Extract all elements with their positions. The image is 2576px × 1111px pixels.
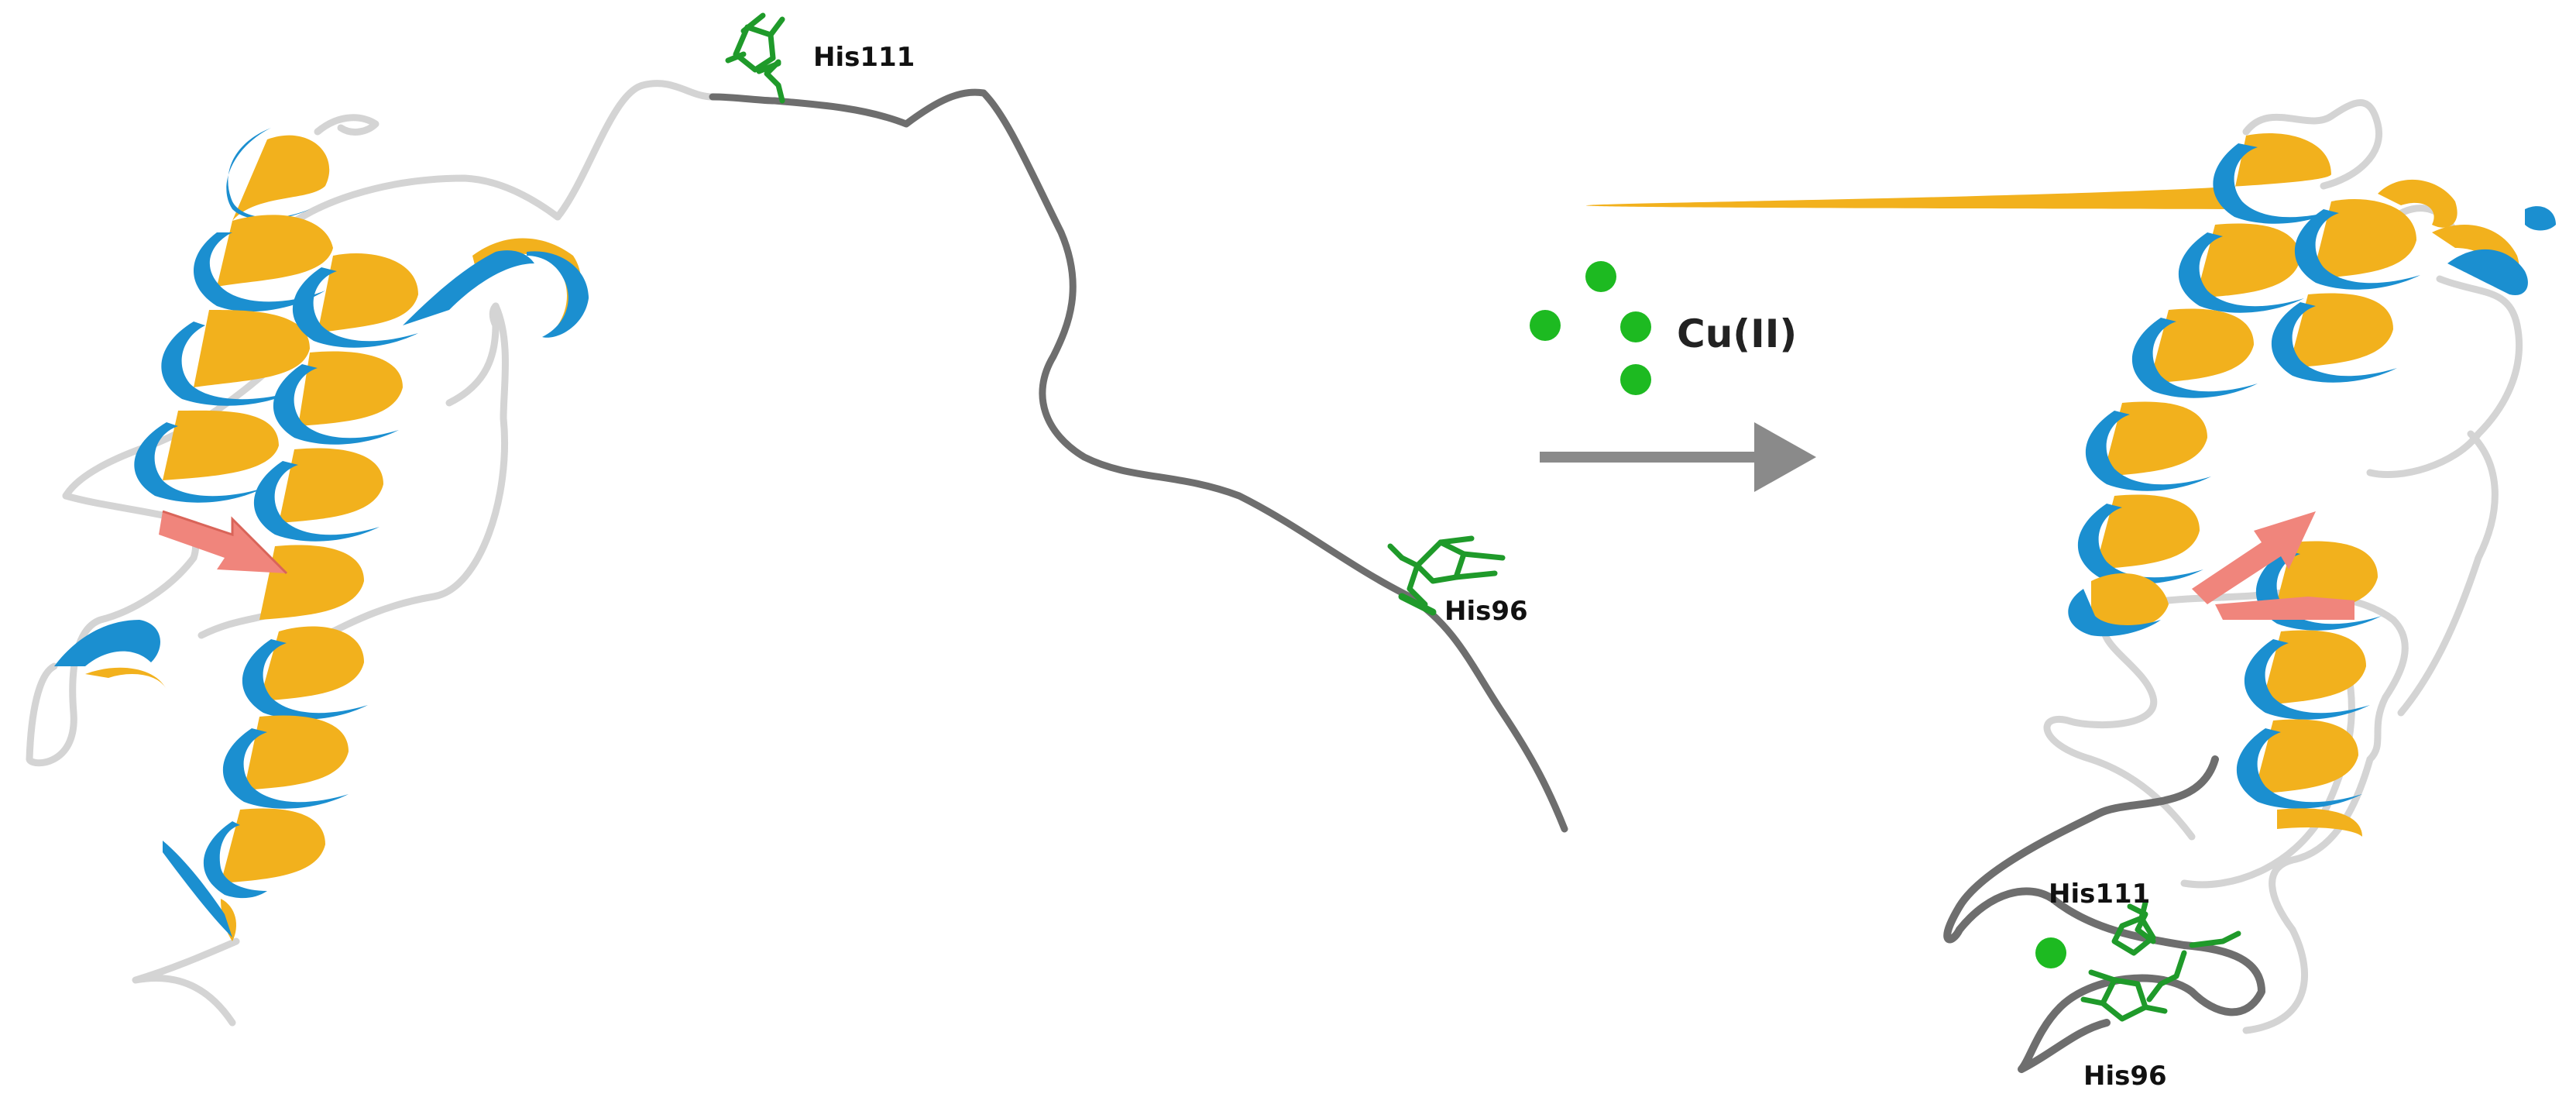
left-helix-1	[134, 128, 333, 503]
copper-ion-label: Cu(II)	[1677, 311, 1797, 356]
right-helix-3	[2378, 179, 2556, 295]
left-helix-4	[163, 626, 368, 941]
left-protein-structure: His111 His96	[26, 12, 1568, 1027]
left-helix-2	[253, 253, 418, 620]
right-protein-structure: His111 His96	[1586, 99, 2556, 1092]
left-helix-5	[54, 620, 167, 690]
right-his96-label: His96	[2083, 1061, 2167, 1092]
right-helix-2	[2236, 199, 2420, 837]
copper-ions	[1530, 261, 1651, 395]
right-beta-strand	[2192, 511, 2354, 620]
left-beta-strand	[159, 510, 288, 575]
right-his111-label: His111	[2049, 879, 2150, 910]
copper-ion	[1620, 311, 1651, 342]
left-dark-tail	[709, 88, 1568, 833]
right-helix-1	[1586, 133, 2339, 584]
left-helix-3	[403, 238, 589, 338]
copper-ion	[1585, 261, 1616, 292]
right-arrow-icon	[1540, 422, 1816, 492]
left-his96-label: His96	[1444, 596, 1528, 627]
left-his111-label: His111	[813, 42, 915, 73]
right-his111-sidechain	[2111, 899, 2241, 956]
right-his96-sidechain	[2080, 950, 2187, 1022]
left-his96-backbone	[1398, 593, 1437, 616]
left-light-coil	[26, 80, 716, 1027]
copper-ion	[1620, 364, 1651, 395]
left-his96-sidechain	[1387, 535, 1506, 607]
right-helix-4	[2068, 573, 2169, 637]
bound-copper-ion	[2035, 937, 2066, 968]
right-dark-coil	[1943, 755, 2265, 1073]
copper-ion	[1530, 310, 1561, 341]
left-his111-sidechain	[725, 12, 785, 104]
